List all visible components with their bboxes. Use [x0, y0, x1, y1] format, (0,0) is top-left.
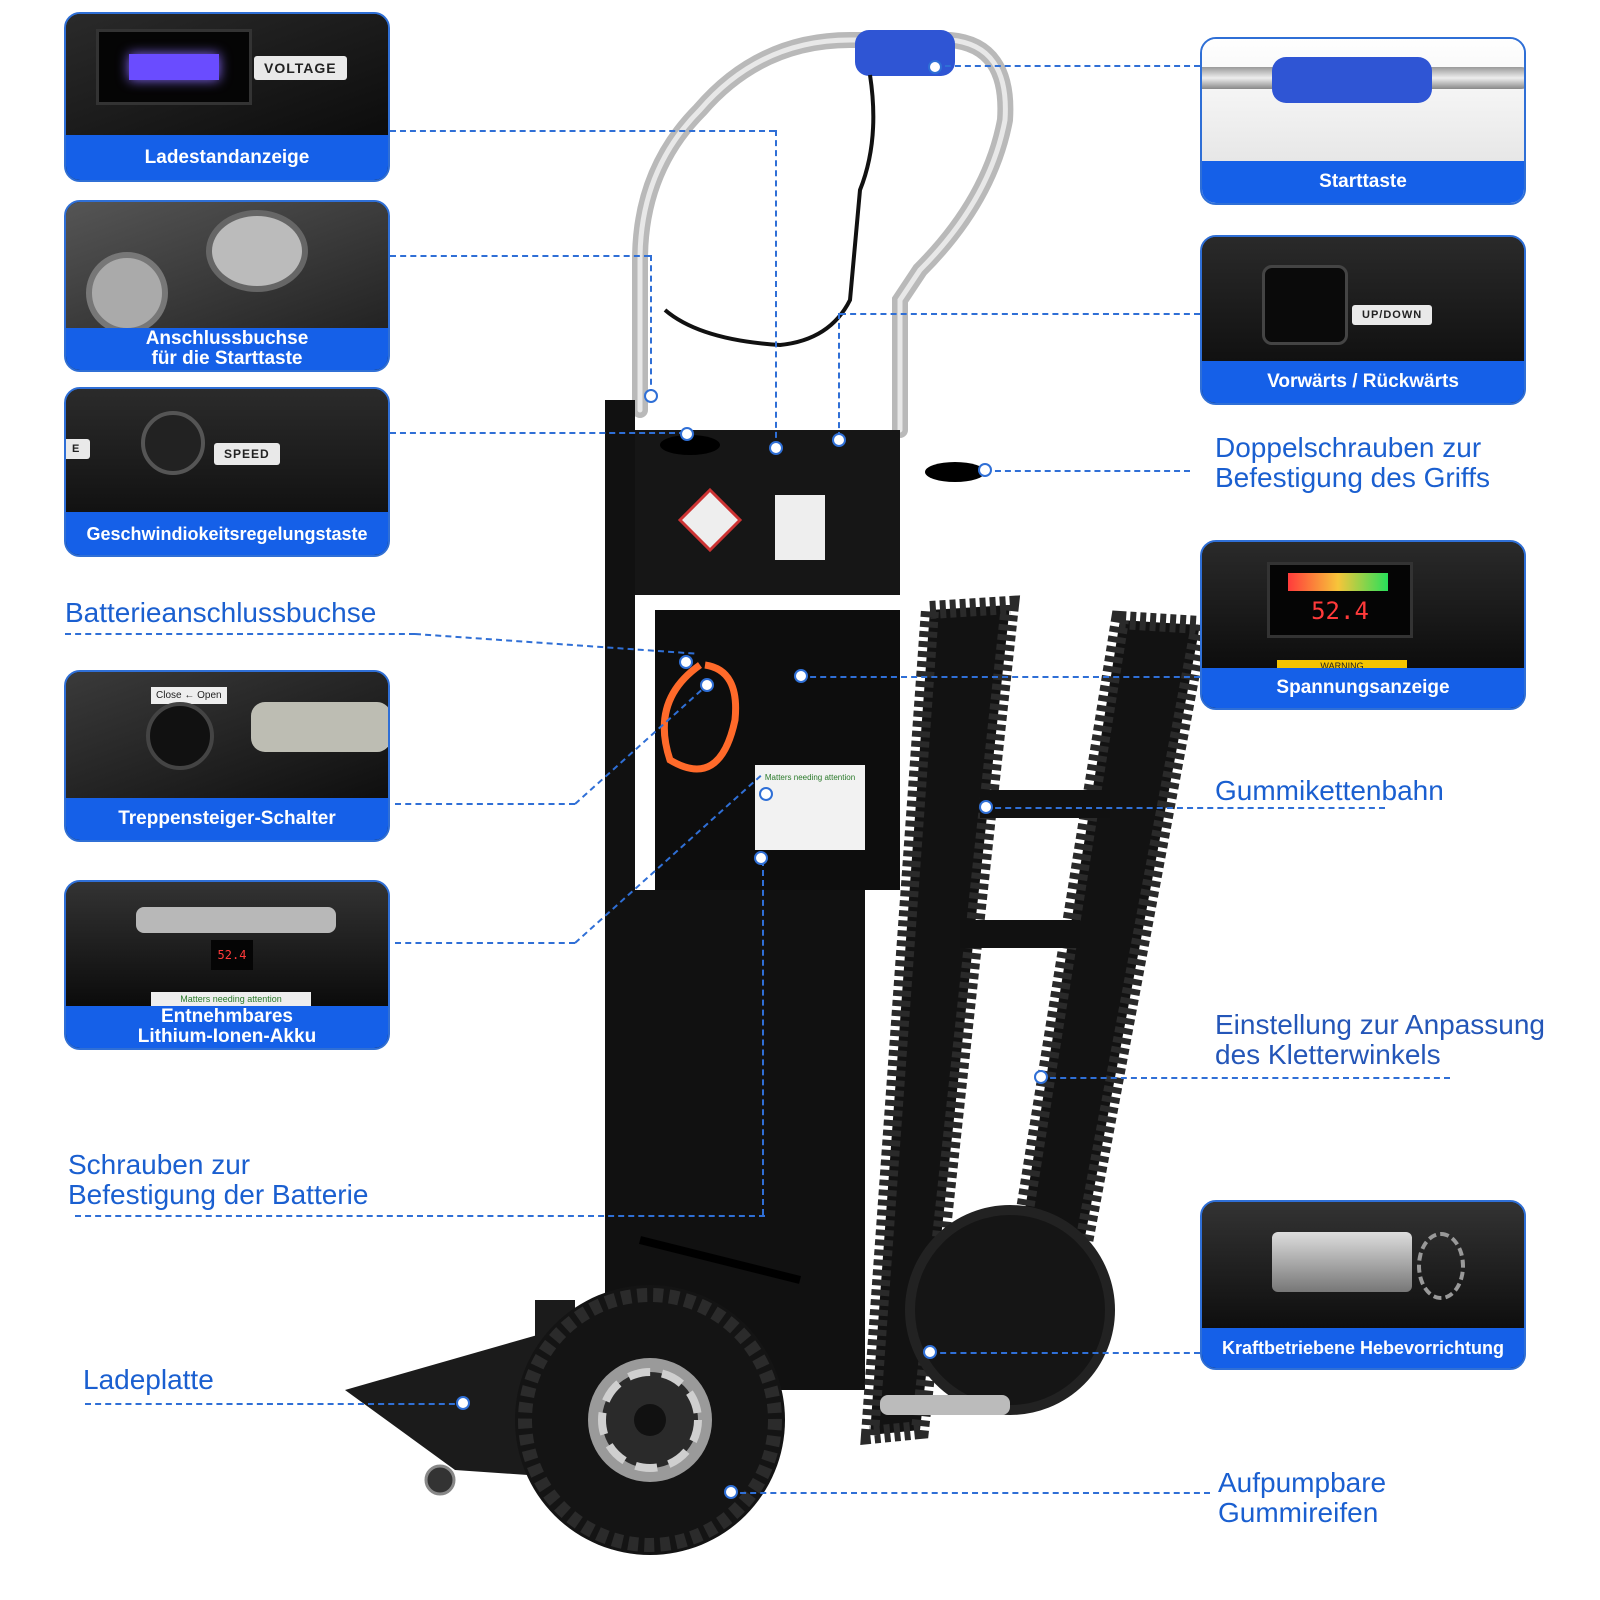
handle-icon: [251, 702, 388, 752]
marker-dot: [979, 800, 993, 814]
speed-tag: SPEED: [214, 443, 280, 465]
rear-wheel: [905, 1205, 1115, 1415]
plug-icon: [206, 210, 308, 292]
card-voltage-display: 52.4 WARNING Spannungsanzeige: [1200, 540, 1526, 710]
caption-start-button: Starttaste: [1202, 161, 1524, 203]
battery-display: 52.4: [211, 940, 253, 970]
switch-knob-icon: [146, 702, 214, 770]
marker-dot: [680, 427, 694, 441]
marker-dot: [724, 1485, 738, 1499]
gear-icon: [1417, 1232, 1465, 1300]
label-tires-line1: Aufpumpbare: [1218, 1467, 1387, 1498]
label-battery-screws: Schrauben zur Befestigung der Batterie: [68, 1150, 368, 1210]
motor-icon: [1272, 1232, 1412, 1292]
caption-direction: Vorwärts / Rückwärts: [1202, 361, 1524, 403]
marker-dot: [456, 1396, 470, 1410]
marker-dot: [1034, 1070, 1048, 1084]
direction-tag: UP/DOWN: [1352, 305, 1433, 325]
marker-dot: [759, 787, 773, 801]
label-battery-socket: Batterieanschlussbuchse: [65, 597, 377, 628]
track-left: [860, 595, 1021, 1446]
caption-lift: Kraftbetriebene Hebevorrichtung: [1202, 1328, 1524, 1368]
caption-stair-switch: Treppensteiger-Schalter: [66, 798, 388, 840]
card-start-socket: Anschlussbuchse für die Starttaste: [64, 200, 390, 372]
rocker-switch-icon: [1262, 265, 1348, 345]
label-double-screws-line2: Befestigung des Griffs: [1215, 462, 1490, 493]
speed-knob-icon: [141, 411, 205, 475]
socket-icon: [86, 252, 168, 334]
card-stair-switch: Close ← Open Treppensteiger-Schalter: [64, 670, 390, 842]
caption-battery-pack-line1: Entnehmbares: [161, 1006, 293, 1027]
marker-dot: [978, 463, 992, 477]
battery-sticker: Matters needing attention: [765, 773, 855, 782]
voltage-display-value: 52.4: [1311, 597, 1369, 625]
marker-dot: [928, 60, 942, 74]
marker-dot: [769, 441, 783, 455]
label-battery-screws-line1: Schrauben zur: [68, 1149, 251, 1180]
card-direction: UP/DOWN Vorwärts / Rückwärts: [1200, 235, 1526, 405]
start-button-icon: [1272, 57, 1432, 103]
marker-dot: [754, 851, 768, 865]
marker-dot: [832, 433, 846, 447]
label-tires: Aufpumpbare Gummireifen: [1218, 1468, 1386, 1528]
marker-dot: [923, 1345, 937, 1359]
caption-voltage-display: Spannungsanzeige: [1202, 668, 1524, 708]
card-speed: E SPEED Geschwindiokeitsregelungstaste: [64, 387, 390, 557]
label-angle-line1: Einstellung zur Anpassung: [1215, 1009, 1545, 1040]
battery-pack-sticker: Matters needing attention: [151, 992, 311, 1006]
caption-speed: Geschwindiokeitsregelungstaste: [66, 512, 388, 555]
coiled-cable: [663, 74, 876, 348]
card-battery-level: VOLTAGE Ladestandanzeige: [64, 12, 390, 182]
label-angle: Einstellung zur Anpassung des Kletterwin…: [1215, 1010, 1545, 1070]
marker-dot: [679, 655, 693, 669]
voltage-display-frame: 52.4: [1267, 562, 1413, 638]
label-double-screws-line1: Doppelschrauben zur: [1215, 432, 1482, 463]
label-angle-line2: des Kletterwinkels: [1215, 1039, 1441, 1070]
card-start-button: Starttaste: [1200, 37, 1526, 205]
marker-dot: [794, 669, 808, 683]
caption-start-socket-line1: Anschlussbuchse: [145, 328, 309, 349]
marker-dot: [700, 678, 714, 692]
voltage-tag: VOLTAGE: [254, 56, 347, 80]
label-battery-screws-line2: Befestigung der Batterie: [68, 1179, 369, 1210]
knob-label: Close ← Open: [151, 687, 227, 704]
label-tires-line2: Gummireifen: [1218, 1497, 1379, 1528]
label-track: Gummikettenbahn: [1215, 775, 1444, 806]
caption-battery-pack-line2: Lithium-Ionen-Akku: [137, 1026, 317, 1047]
caption-start-socket-line2: für die Starttaste: [151, 348, 303, 369]
control-box: [610, 430, 900, 595]
label-double-screws: Doppelschrauben zur Befestigung des Grif…: [1215, 433, 1490, 493]
label-plate: Ladeplatte: [83, 1364, 214, 1395]
card-lift: Kraftbetriebene Hebevorrichtung: [1200, 1200, 1526, 1370]
marker-dot: [644, 389, 658, 403]
caption-battery-level: Ladestandanzeige: [66, 135, 388, 180]
stair-climber-illustration: Matters needing attention: [345, 30, 1211, 1555]
battery-handle-icon: [136, 907, 336, 933]
card-battery-pack: 52.4 Matters needing attention Entnehmba…: [64, 880, 390, 1050]
edge-tag: E: [66, 439, 91, 459]
